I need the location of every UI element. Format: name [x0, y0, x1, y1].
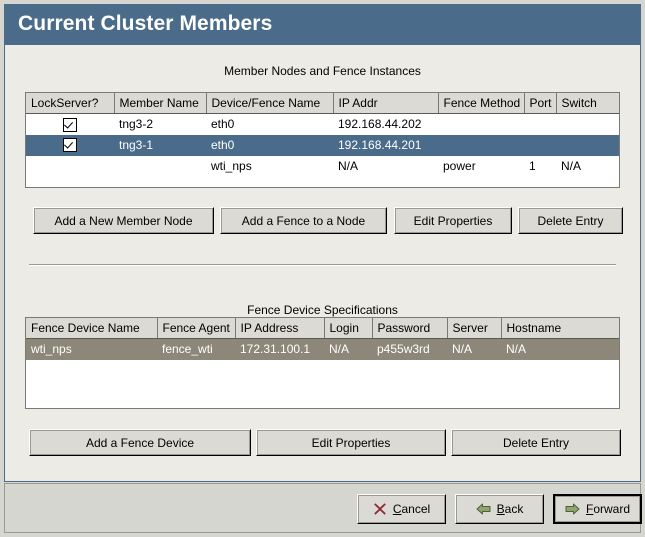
member-table-header-row: LockServer? Member Name Device/Fence Nam…	[26, 93, 619, 114]
member-edit-properties-button[interactable]: Edit Properties	[394, 207, 512, 234]
col-switch[interactable]: Switch	[556, 93, 619, 114]
fence-delete-entry-button[interactable]: Delete Entry	[451, 429, 621, 456]
table-row[interactable]: wti_nps fence_wti 172.31.100.1 N/A p455w…	[26, 338, 619, 360]
arrow-right-icon	[565, 502, 580, 516]
table-row[interactable]: wti_nps N/A power 1 N/A	[26, 155, 619, 177]
back-label: Back	[497, 503, 524, 515]
title-bar: Current Cluster Members	[5, 5, 640, 45]
col-ip-address[interactable]: IP Address	[235, 318, 325, 339]
switch-cell	[556, 134, 619, 156]
member-name-cell: tng3-2	[114, 113, 206, 135]
cancel-mnemonic: C	[392, 502, 402, 516]
member-name-cell	[114, 155, 206, 177]
fence-method-cell	[438, 113, 524, 135]
ip-addr-cell: 192.168.44.202	[333, 113, 438, 135]
fence-server-cell: N/A	[447, 338, 501, 360]
ip-addr-cell: 192.168.44.201	[333, 134, 438, 156]
col-fence-method[interactable]: Fence Method	[438, 93, 525, 114]
add-fence-device-label: Add a Fence Device	[85, 435, 195, 450]
table-row[interactable]: tng3-2 eth0 192.168.44.202	[26, 113, 619, 135]
checkbox-checked-icon[interactable]	[63, 138, 77, 153]
fence-table-grid: Fence Device Name Fence Agent IP Address…	[26, 318, 619, 360]
cancel-label-rest: ancel	[401, 502, 431, 516]
lockserver-cell[interactable]	[26, 155, 114, 177]
arrow-left-icon	[476, 502, 491, 516]
col-port[interactable]: Port	[524, 93, 557, 114]
member-section-title: Member Nodes and Fence Instances	[224, 64, 421, 78]
add-new-member-node-label: Add a New Member Node	[54, 213, 193, 228]
main-panel: Member Nodes and Fence Instances LockSer…	[5, 45, 640, 481]
back-button[interactable]: Back	[455, 494, 544, 524]
fence-method-cell	[438, 134, 524, 156]
fence-hostname-cell: N/A	[501, 338, 619, 360]
col-server[interactable]: Server	[447, 318, 502, 339]
fence-section-title: Fence Device Specifications	[247, 303, 398, 317]
forward-label-rest: orward	[593, 502, 631, 516]
col-hostname[interactable]: Hostname	[501, 318, 619, 339]
checkbox-checked-icon[interactable]	[63, 117, 77, 132]
member-delete-entry-label: Delete Entry	[537, 213, 604, 228]
device-fence-name-cell: eth0	[206, 134, 333, 156]
device-fence-name-cell: eth0	[206, 113, 333, 135]
fence-delete-entry-label: Delete Entry	[502, 435, 570, 450]
forward-button[interactable]: Forward	[553, 494, 642, 524]
member-name-cell: tng3-1	[114, 134, 206, 156]
col-device-fence-name[interactable]: Device/Fence Name	[206, 93, 334, 114]
cancel-button[interactable]: Cancel	[357, 494, 446, 524]
lockserver-cell[interactable]	[26, 134, 114, 156]
col-login[interactable]: Login	[324, 318, 373, 339]
navigation-bar: Cancel Back Forward	[4, 483, 642, 533]
forward-label: Forward	[586, 503, 630, 515]
page-title: Current Cluster Members	[18, 12, 273, 35]
lockserver-cell[interactable]	[26, 113, 114, 135]
fence-method-cell: power	[438, 155, 524, 177]
device-fence-name-cell: wti_nps	[206, 155, 333, 177]
cancel-x-icon	[373, 502, 387, 516]
back-mnemonic: B	[496, 502, 505, 516]
col-fence-agent[interactable]: Fence Agent	[157, 318, 236, 339]
add-new-member-node-button[interactable]: Add a New Member Node	[33, 207, 214, 234]
member-nodes-table[interactable]: LockServer? Member Name Device/Fence Nam…	[25, 92, 620, 188]
switch-cell: N/A	[556, 155, 619, 177]
ip-addr-cell: N/A	[333, 155, 438, 177]
back-label-rest: ack	[504, 502, 524, 516]
forward-mnemonic: F	[585, 502, 594, 516]
cancel-label: Cancel	[393, 503, 430, 515]
col-member-name[interactable]: Member Name	[114, 93, 207, 114]
switch-cell	[556, 113, 619, 135]
fence-edit-properties-label: Edit Properties	[311, 435, 391, 450]
section-divider	[29, 264, 616, 266]
port-cell	[524, 134, 556, 156]
port-cell	[524, 113, 556, 135]
col-ip-addr[interactable]: IP Addr	[333, 93, 439, 114]
table-row[interactable]: tng3-1 eth0 192.168.44.201	[26, 134, 619, 156]
col-lockserver[interactable]: LockServer?	[26, 93, 115, 114]
col-password[interactable]: Password	[372, 318, 448, 339]
fence-agent-cell: fence_wti	[157, 338, 235, 360]
fence-table-header-row: Fence Device Name Fence Agent IP Address…	[26, 318, 619, 339]
add-fence-to-node-label: Add a Fence to a Node	[241, 213, 366, 228]
member-delete-entry-button[interactable]: Delete Entry	[518, 207, 623, 234]
add-fence-device-button[interactable]: Add a Fence Device	[29, 429, 251, 456]
member-table-grid: LockServer? Member Name Device/Fence Nam…	[26, 93, 619, 177]
fence-login-cell: N/A	[324, 338, 372, 360]
add-fence-to-node-button[interactable]: Add a Fence to a Node	[220, 207, 387, 234]
fence-edit-properties-button[interactable]: Edit Properties	[256, 429, 446, 456]
fence-ip-address-cell: 172.31.100.1	[235, 338, 324, 360]
port-cell: 1	[524, 155, 556, 177]
fence-password-cell: p455w3rd	[372, 338, 447, 360]
member-edit-properties-label: Edit Properties	[413, 213, 493, 228]
fence-device-name-cell: wti_nps	[26, 338, 157, 360]
fence-device-table[interactable]: Fence Device Name Fence Agent IP Address…	[25, 317, 620, 409]
col-fence-device-name[interactable]: Fence Device Name	[26, 318, 158, 339]
